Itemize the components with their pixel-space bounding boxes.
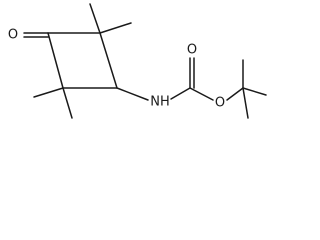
methyl-bond-top-1 bbox=[89, 3, 101, 34]
molecule-structure: O NH O O bbox=[8, 3, 267, 119]
ring-to-nh-bond bbox=[116, 87, 149, 101]
methyl-bond-bottom-2 bbox=[62, 87, 73, 119]
carbonyl-oxygen-label: O bbox=[187, 43, 197, 58]
nh-to-carbonyl-bond bbox=[170, 87, 191, 100]
tbutyl-methyl-down bbox=[242, 87, 249, 119]
ring-bond-right bbox=[99, 32, 118, 89]
methyl-bond-bottom-1 bbox=[33, 87, 64, 98]
ring-bond-left bbox=[47, 32, 64, 89]
tbutyl-methyl-right bbox=[242, 87, 267, 96]
ketone-oxygen-label: O bbox=[8, 28, 18, 43]
methyl-bond-top-2 bbox=[99, 22, 132, 34]
carbonyl-to-ester-oxygen-bond bbox=[189, 87, 214, 101]
carbamate-nh-label: NH bbox=[150, 95, 170, 110]
ester-oxygen-to-tbutyl-bond bbox=[226, 87, 244, 101]
ester-oxygen-label: O bbox=[215, 96, 225, 111]
